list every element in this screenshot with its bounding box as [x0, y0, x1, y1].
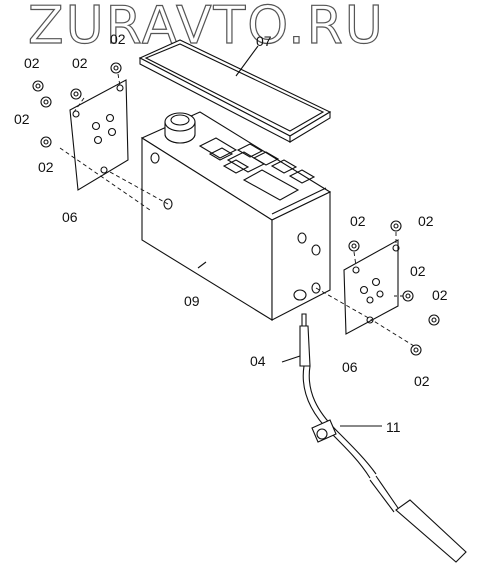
bolt-icon — [110, 62, 122, 74]
callout-11: 11 — [386, 419, 401, 435]
callout-02: 02 — [110, 31, 126, 47]
bolt-icon — [40, 136, 52, 148]
watermark-text: ZURAVTO.RU — [27, 0, 385, 57]
bolt-icon — [32, 80, 44, 92]
part-06-left-bracket — [69, 79, 129, 191]
bolt-icon — [40, 96, 52, 108]
callout-09: 09 — [184, 293, 200, 309]
callout-labels: 02 02 02 02 07 02 06 02 02 09 02 02 04 0… — [14, 31, 448, 435]
bolt-icon — [390, 220, 402, 232]
bolt-icon — [428, 314, 440, 326]
callout-06: 06 — [62, 209, 78, 225]
callout-02: 02 — [350, 213, 366, 229]
leader-lines — [197, 45, 382, 427]
callout-02: 02 — [414, 373, 430, 389]
callout-02: 02 — [418, 213, 434, 229]
callout-02: 02 — [432, 287, 448, 303]
callout-04: 04 — [250, 353, 266, 369]
part-04-cable — [299, 313, 467, 563]
callout-02: 02 — [410, 263, 426, 279]
bolts-02 — [32, 62, 440, 356]
bolt-icon — [410, 344, 422, 356]
callout-02: 02 — [14, 111, 30, 127]
bolt-icon — [402, 290, 414, 302]
part-09-box — [140, 111, 332, 321]
bolt-icon — [70, 88, 82, 100]
part-06-right-bracket — [343, 239, 400, 335]
callout-02: 02 — [38, 159, 54, 175]
callout-07: 07 — [256, 33, 272, 49]
bolt-icon — [348, 240, 360, 252]
alignment-lines — [59, 73, 415, 347]
callout-02: 02 — [24, 55, 40, 71]
callout-02: 02 — [72, 55, 88, 71]
part-07-cover — [138, 39, 332, 143]
callout-06: 06 — [342, 359, 358, 375]
part-11-clamp — [311, 419, 337, 443]
